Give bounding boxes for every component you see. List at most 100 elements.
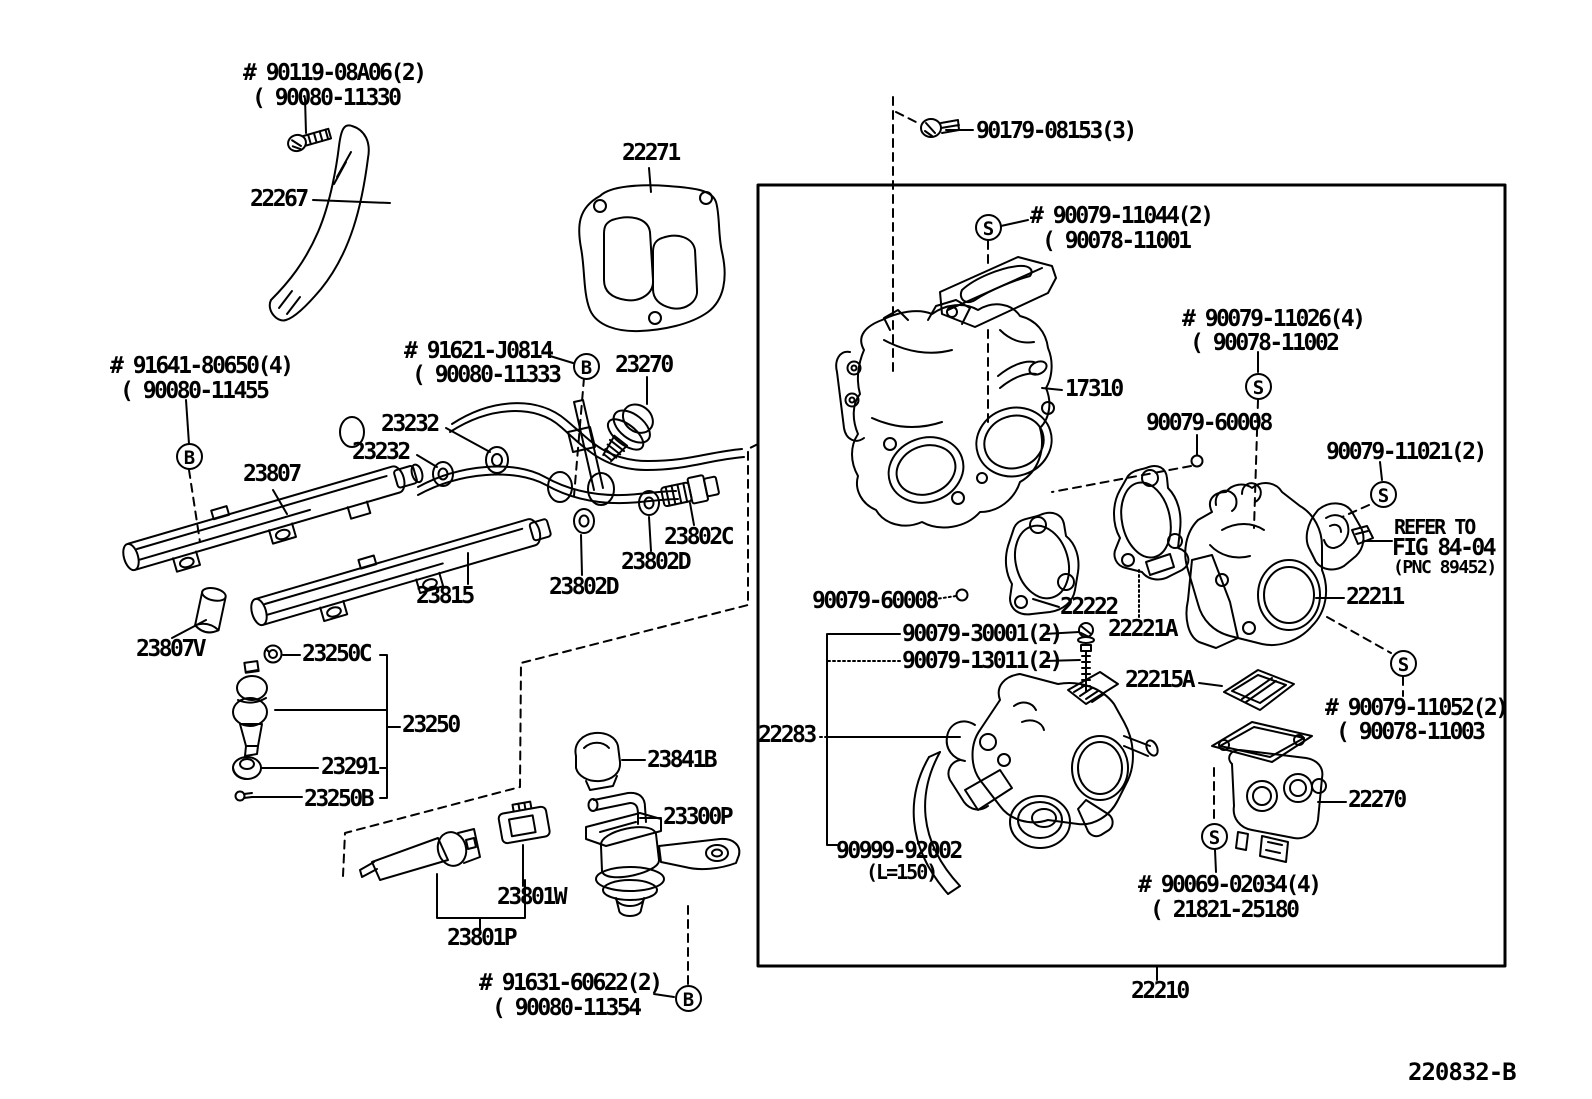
washer-23802D-2-drawing bbox=[574, 509, 594, 533]
part-label-23807: 23807 bbox=[243, 461, 302, 487]
part-label-23232-1: 23232 bbox=[381, 411, 440, 437]
part-label-30001: 90079-30001(2) bbox=[902, 621, 1063, 647]
part-label-23270: 23270 bbox=[615, 352, 674, 378]
union-23802C-drawing bbox=[660, 472, 720, 509]
part-note-91641: # 91641-80650(4) bbox=[110, 353, 294, 379]
part-label-23841B: 23841B bbox=[647, 747, 718, 773]
part-note-90119-sub: ( 90080-11330 bbox=[252, 85, 402, 111]
connector-badge-s4: S bbox=[1390, 650, 1417, 677]
plate-gasket-drawing bbox=[940, 257, 1056, 327]
grommet-23291-drawing bbox=[233, 757, 261, 779]
connector-23801W-drawing bbox=[497, 799, 551, 844]
figure-code: 220832-B bbox=[1408, 1058, 1517, 1086]
refer-note-line3: (PNC 89452) bbox=[1393, 557, 1497, 578]
part-label-22267: 22267 bbox=[250, 186, 309, 212]
part-note-90069: # 90069-02034(4) bbox=[1138, 872, 1322, 898]
regulator-23300P-drawing bbox=[586, 793, 739, 916]
screw-13011-drawing bbox=[1081, 645, 1091, 692]
refer-note-line1: REFER TO bbox=[1394, 515, 1476, 539]
dashed-assembly-lines bbox=[189, 97, 1403, 984]
stud-60008-lower-drawing bbox=[957, 590, 968, 601]
part-label-22270: 22270 bbox=[1348, 787, 1407, 813]
connector-badge-s3: S bbox=[1370, 481, 1397, 508]
part-label-23250: 23250 bbox=[402, 712, 461, 738]
washer-23232-1-drawing bbox=[486, 447, 508, 473]
part-label-23250C: 23250C bbox=[302, 641, 373, 667]
part-label-22211: 22211 bbox=[1346, 584, 1405, 610]
cover-23841B-drawing bbox=[575, 733, 620, 790]
washer-23232-2-drawing bbox=[433, 462, 453, 486]
connector-badge-s5: S bbox=[1201, 823, 1228, 850]
part-label-17310: 17310 bbox=[1065, 376, 1124, 402]
part-note-11044: # 90079-11044(2) bbox=[1030, 203, 1214, 229]
cap-23807V-drawing bbox=[194, 586, 227, 635]
part-label-22222: 22222 bbox=[1060, 594, 1119, 620]
screw-30001-drawing bbox=[1078, 623, 1094, 643]
dotted-leaders bbox=[820, 570, 1139, 737]
part-label-90179: 90179-08153(3) bbox=[976, 118, 1137, 144]
part-label-11021: 90079-11021(2) bbox=[1326, 439, 1487, 465]
fuel-rail-23807-drawing bbox=[118, 451, 429, 585]
clip-23250B-drawing bbox=[236, 792, 253, 801]
leader-lines bbox=[172, 98, 1392, 997]
part-label-23232-2: 23232 bbox=[352, 439, 411, 465]
part-note-11052: # 90079-11052(2) bbox=[1325, 695, 1509, 721]
hose-90999-drawing bbox=[914, 752, 960, 894]
part-note-91631-sub: ( 90080-11354 bbox=[492, 995, 642, 1021]
tps-sensor-drawing bbox=[1307, 503, 1373, 569]
part-label-60008-upper: 90079-60008 bbox=[1146, 410, 1273, 436]
part-label-23801P: 23801P bbox=[447, 925, 518, 951]
part-label-23802D-1: 23802D bbox=[621, 549, 692, 575]
bracket-22267-drawing bbox=[270, 125, 369, 320]
connector-badge-b1: B bbox=[176, 443, 203, 470]
injector-23250-drawing bbox=[233, 661, 267, 756]
part-label-90999-length: (L=150) bbox=[866, 860, 938, 884]
fuel-rail-23815-drawing bbox=[246, 506, 556, 640]
sensor-23801P-drawing bbox=[360, 829, 480, 880]
part-label-23250B: 23250B bbox=[304, 786, 375, 812]
gasket-22221A-drawing bbox=[1114, 466, 1188, 579]
part-label-23802D-2: 23802D bbox=[549, 574, 620, 600]
part-note-91641-sub: ( 90080-11455 bbox=[120, 378, 270, 404]
part-label-23815: 23815 bbox=[416, 583, 475, 609]
throttle-assy-22283-drawing bbox=[947, 672, 1160, 848]
connector-badge-s2: S bbox=[1245, 373, 1272, 400]
part-label-13011: 90079-13011(2) bbox=[902, 648, 1063, 674]
part-label-22221A: 22221A bbox=[1108, 616, 1179, 642]
throttle-body-22211-drawing bbox=[1185, 483, 1326, 648]
ring-23250C-drawing bbox=[265, 646, 282, 663]
part-label-60008-lower: 90079-60008 bbox=[812, 588, 939, 614]
gasket-22271-drawing bbox=[579, 185, 724, 331]
part-label-22283: 22283 bbox=[758, 722, 817, 748]
part-label-22210: 22210 bbox=[1131, 978, 1190, 1004]
connector-badge-s1: S bbox=[975, 214, 1002, 241]
stud-60008-upper-drawing bbox=[1192, 456, 1203, 467]
part-label-23801W: 23801W bbox=[497, 884, 568, 910]
gasket-22222-drawing bbox=[1006, 513, 1079, 615]
part-label-90999: 90999-92002 bbox=[836, 838, 963, 864]
part-label-23807V: 23807V bbox=[136, 636, 207, 662]
part-note-90119: # 90119-08A06(2) bbox=[243, 60, 427, 86]
part-label-23300P: 23300P bbox=[663, 804, 734, 830]
bolt-90179-drawing bbox=[921, 119, 959, 137]
part-note-11044-sub: ( 90078-11001 bbox=[1042, 228, 1192, 254]
isc-valve-22270-drawing bbox=[1212, 722, 1326, 862]
part-note-11026-sub: ( 90078-11002 bbox=[1190, 330, 1340, 356]
part-label-23291: 23291 bbox=[321, 754, 380, 780]
parts-box-frame bbox=[758, 185, 1505, 966]
connector-badge-b2: B bbox=[573, 353, 600, 380]
part-label-22271: 22271 bbox=[622, 140, 681, 166]
intake-chamber-17310-drawing bbox=[836, 300, 1060, 527]
part-note-90069-sub: ( 21821-25180 bbox=[1150, 897, 1300, 923]
part-label-23802C: 23802C bbox=[664, 524, 735, 550]
gasket-22215A-drawing bbox=[1224, 670, 1294, 710]
part-note-91621: # 91621-J0814 bbox=[404, 338, 554, 364]
part-note-91621-sub: ( 90080-11333 bbox=[412, 362, 562, 388]
connector-badge-b3: B bbox=[675, 985, 702, 1012]
part-label-22215A: 22215A bbox=[1125, 667, 1196, 693]
part-note-11026: # 90079-11026(4) bbox=[1182, 306, 1366, 332]
bolt-90119-drawing bbox=[286, 126, 332, 153]
refer-note-line2: FIG 84-04 bbox=[1392, 535, 1497, 561]
